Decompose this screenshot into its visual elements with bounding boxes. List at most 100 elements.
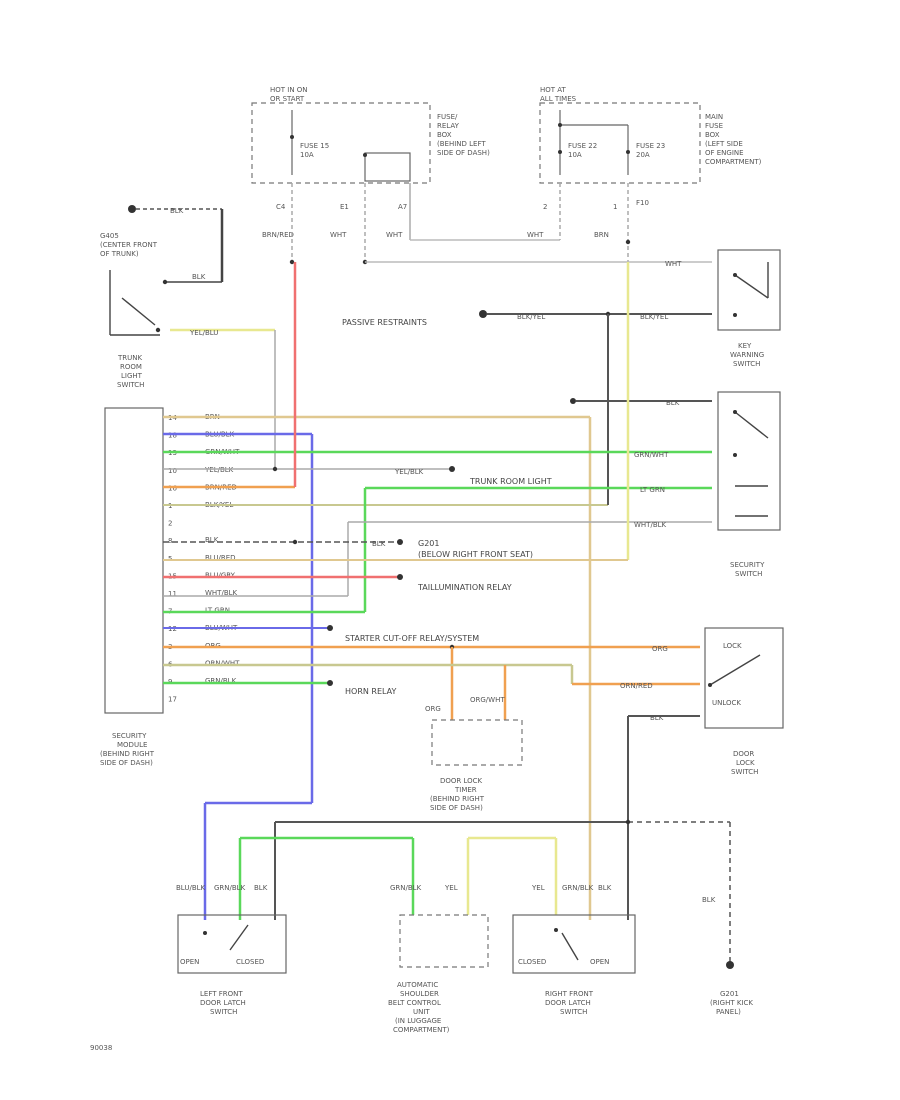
svg-text:BLK: BLK	[702, 896, 716, 904]
svg-text:(BEHIND RIGHT: (BEHIND RIGHT	[100, 750, 155, 758]
svg-text:SHOULDER: SHOULDER	[400, 990, 439, 998]
svg-text:LEFT FRONT: LEFT FRONT	[200, 990, 243, 998]
svg-text:C4: C4	[276, 203, 286, 211]
svg-text:TIMER: TIMER	[454, 786, 477, 794]
svg-text:HOT IN ON: HOT IN ON	[270, 86, 308, 94]
module-pin-number: 5	[168, 555, 172, 563]
svg-text:BOX: BOX	[705, 131, 720, 139]
trunk-room-light-switch: TRUNK ROOM LIGHT SWITCH YEL/BLU	[109, 270, 276, 470]
svg-text:BLK/YEL: BLK/YEL	[517, 313, 545, 321]
svg-text:FUSE 22: FUSE 22	[568, 142, 597, 150]
fuse-pin-labels: C4 E1 A7 2 1 F10 BRN/RED WHT WHT WHT BRN	[262, 199, 649, 239]
module-pin-number: 16	[168, 484, 177, 492]
svg-text:G201: G201	[720, 990, 739, 998]
module-pin-wire-color: GRN/BLK	[205, 677, 237, 685]
svg-text:ORG: ORG	[652, 645, 668, 653]
svg-text:LIGHT: LIGHT	[121, 372, 143, 380]
svg-text:G405: G405	[100, 232, 119, 240]
svg-text:(RIGHT KICK: (RIGHT KICK	[710, 999, 753, 1007]
door-lock-timer: ORG ORG/WHT DOOR LOCK TIMER (BEHIND RIGH…	[425, 696, 523, 812]
svg-text:OPEN: OPEN	[590, 958, 609, 966]
module-pin-number: 17	[168, 696, 177, 704]
svg-text:BOX: BOX	[437, 131, 452, 139]
svg-text:STARTER CUT-OFF RELAY/SYSTEM: STARTER CUT-OFF RELAY/SYSTEM	[345, 634, 479, 643]
svg-text:1: 1	[613, 203, 617, 211]
svg-text:OR START: OR START	[270, 95, 305, 103]
svg-text:OF TRUNK): OF TRUNK)	[100, 250, 139, 258]
svg-text:MAIN: MAIN	[705, 113, 723, 121]
svg-text:TRUNK: TRUNK	[117, 354, 142, 362]
svg-text:GRN/BLK: GRN/BLK	[390, 884, 422, 892]
svg-text:BRN: BRN	[594, 231, 609, 239]
svg-text:A7: A7	[398, 203, 407, 211]
svg-text:WARNING: WARNING	[730, 351, 764, 359]
svg-text:SECURITY: SECURITY	[112, 732, 147, 740]
svg-text:BELT CONTROL: BELT CONTROL	[388, 999, 441, 1007]
svg-text:COMPARTMENT): COMPARTMENT)	[393, 1026, 450, 1034]
door-lock-switch: LOCK UNLOCK DOOR LOCK SWITCH	[704, 627, 784, 776]
svg-text:SIDE OF DASH): SIDE OF DASH)	[100, 759, 153, 767]
svg-text:SWITCH: SWITCH	[733, 360, 760, 368]
svg-text:BLK: BLK	[192, 273, 206, 281]
svg-text:BLK: BLK	[254, 884, 268, 892]
svg-text:SWITCH: SWITCH	[560, 1008, 587, 1016]
key-warning-switch: KEY WARNING SWITCH	[717, 249, 781, 368]
ground-g405: BLK G405 (CENTER FRONT OF TRUNK) BLK	[100, 205, 224, 283]
svg-text:SECURITY: SECURITY	[730, 561, 765, 569]
security-module: 14BRN18BLU/BLK13GRN/WHT10YEL/BLK16BRN/RE…	[100, 407, 240, 767]
svg-text:BLK/YEL: BLK/YEL	[640, 313, 668, 321]
svg-text:BLU/BLK: BLU/BLK	[176, 884, 206, 892]
svg-text:LOCK: LOCK	[736, 759, 755, 767]
svg-text:WHT: WHT	[330, 231, 347, 239]
svg-text:(BEHIND RIGHT: (BEHIND RIGHT	[430, 795, 485, 803]
svg-text:OPEN: OPEN	[180, 958, 199, 966]
module-pin-number: 2	[168, 520, 172, 528]
svg-text:E1: E1	[340, 203, 349, 211]
svg-text:OF ENGINE: OF ENGINE	[705, 149, 744, 157]
svg-text:SWITCH: SWITCH	[731, 768, 758, 776]
svg-text:RELAY: RELAY	[437, 122, 460, 130]
module-pin-number: 12	[168, 625, 177, 633]
svg-text:LT GRN: LT GRN	[640, 486, 665, 494]
svg-text:KEY: KEY	[738, 342, 752, 350]
svg-text:FUSE/: FUSE/	[437, 113, 458, 121]
svg-text:HOT AT: HOT AT	[540, 86, 567, 94]
svg-text:PANEL): PANEL)	[716, 1008, 741, 1016]
svg-text:PASSIVE RESTRAINTS: PASSIVE RESTRAINTS	[342, 318, 427, 327]
svg-text:FUSE 23: FUSE 23	[636, 142, 665, 150]
module-pin-wire-color: BLK	[205, 536, 219, 544]
svg-text:TRUNK ROOM LIGHT: TRUNK ROOM LIGHT	[469, 477, 552, 486]
svg-text:WHT: WHT	[665, 260, 682, 268]
svg-text:ORG: ORG	[425, 705, 441, 713]
svg-text:FUSE 15: FUSE 15	[300, 142, 329, 150]
svg-text:GRN/BLK: GRN/BLK	[562, 884, 594, 892]
svg-text:10A: 10A	[568, 151, 582, 159]
module-pin-wire-color: YEL/BLK	[204, 466, 234, 474]
ground-g201-kick-panel: G201 (RIGHT KICK PANEL)	[710, 990, 753, 1016]
svg-text:GRN/WHT: GRN/WHT	[634, 451, 669, 459]
svg-text:YEL: YEL	[531, 884, 545, 892]
svg-text:GRN/BLK: GRN/BLK	[214, 884, 246, 892]
svg-text:RIGHT FRONT: RIGHT FRONT	[545, 990, 594, 998]
module-pin-wire-color: ORN/WHT	[205, 659, 240, 667]
module-pin-number: 11	[168, 590, 177, 598]
svg-text:20A: 20A	[636, 151, 650, 159]
svg-text:(BELOW RIGHT FRONT SEAT): (BELOW RIGHT FRONT SEAT)	[418, 550, 533, 559]
svg-text:YEL: YEL	[444, 884, 458, 892]
svg-text:WHT/BLK: WHT/BLK	[634, 521, 667, 529]
diagram-code: 90038	[90, 1044, 112, 1052]
svg-text:CLOSED: CLOSED	[518, 958, 546, 966]
svg-text:LOCK: LOCK	[723, 642, 742, 650]
right-front-door-latch-switch: YEL GRN/BLK BLK CLOSED OPEN RIGHT FRONT …	[512, 884, 636, 1016]
svg-text:AUTOMATIC: AUTOMATIC	[397, 981, 438, 989]
svg-text:WHT: WHT	[386, 231, 403, 239]
main-fuse-box: HOT AT ALL TIMES MAIN FUSE BOX (LEFT SID…	[539, 86, 762, 184]
svg-text:SIDE OF DASH): SIDE OF DASH)	[437, 149, 490, 157]
svg-text:(IN LUGGAGE: (IN LUGGAGE	[395, 1017, 441, 1025]
svg-text:COMPARTMENT): COMPARTMENT)	[705, 158, 762, 166]
svg-text:(LEFT SIDE: (LEFT SIDE	[705, 140, 743, 148]
svg-text:WHT: WHT	[527, 231, 544, 239]
svg-text:F10: F10	[636, 199, 649, 207]
svg-text:(BEHIND LEFT: (BEHIND LEFT	[437, 140, 486, 148]
